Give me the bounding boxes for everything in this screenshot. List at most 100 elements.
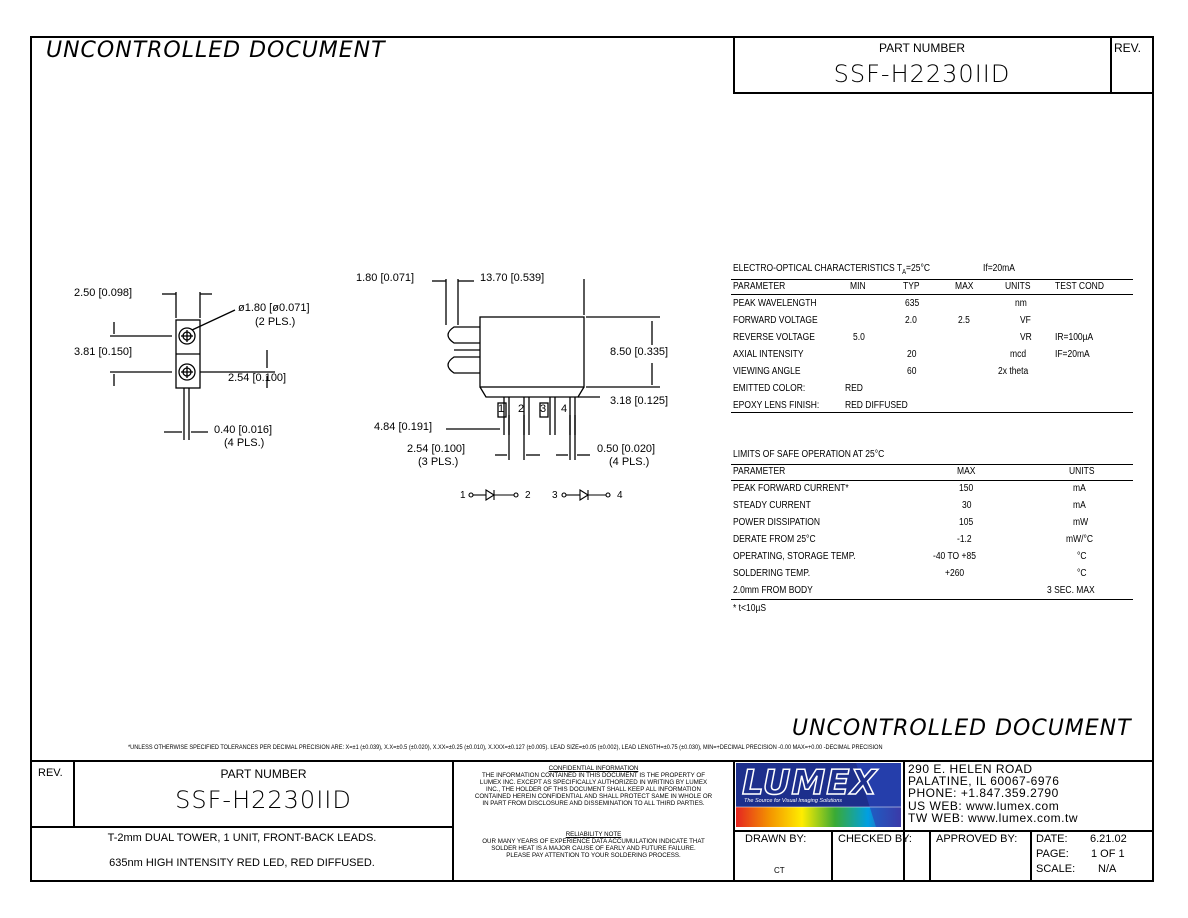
electro-row-typ: 20 (907, 349, 917, 360)
electro-row-param: FORWARD VOLTAGE (733, 315, 818, 326)
confidential-line: LUMEX INC. EXCEPT AS SPECIFICALLY AUTHOR… (479, 779, 708, 786)
pin-label-3: 3 (540, 403, 547, 415)
address-us-web[interactable]: US WEB: www.lumex.com (908, 798, 1060, 813)
electro-header-min: MIN (850, 281, 866, 292)
limits-table: PARAMETER MAX UNITS PEAK FORWARD CURRENT… (733, 466, 1133, 606)
limits-row-units: mA (1073, 483, 1086, 494)
electro-row-units: VR (1020, 332, 1032, 343)
dim-lead-pitch-qty: (3 PLS.) (418, 456, 459, 468)
limits-row-max: -40 TO +85 (933, 551, 976, 562)
electro-row-typ: 60 (907, 366, 917, 377)
lumex-logo: LUMEX The Source for Visual Imaging Solu… (736, 763, 901, 827)
limits-row-param: DERATE FROM 25°C (733, 534, 816, 545)
title-block-top (30, 760, 1154, 762)
date-value: 6.21.02 (1090, 833, 1127, 845)
lumex-tagline: The Source for Visual Imaging Solutions (744, 798, 843, 804)
address-city: PALATINE, IL 60067-6976 (908, 774, 1060, 789)
pin-label-1: 1 (498, 403, 505, 415)
reliability-title: RELIABILITY NOTE (565, 831, 622, 838)
tolerance-note: *UNLESS OTHERWISE SPECIFIED TOLERANCES P… (128, 744, 883, 751)
electro-header-test-cond: TEST COND (1055, 281, 1104, 292)
limits-row-param: OPERATING, STORAGE TEMP. (733, 551, 856, 562)
electro-row-units: mcd (1010, 349, 1027, 360)
electro-row-typ: 635 (905, 298, 920, 309)
electro-row-max: 2.5 (958, 315, 970, 326)
electro-row-units: 2x theta (998, 366, 1029, 377)
address-phone: PHONE: +1.847.359.2790 (908, 786, 1059, 801)
electro-row-test-cond: IF=20mA (1055, 349, 1090, 360)
electro-row-units: VF (1020, 315, 1031, 326)
limits-header-parameter: PARAMETER (733, 466, 786, 477)
side-view-drawing (432, 279, 660, 460)
electro-row-param: EMITTED COLOR: (733, 383, 806, 394)
limits-row-param: PEAK FORWARD CURRENT* (733, 483, 849, 494)
electro-header-units: UNITS (1005, 281, 1031, 292)
rev-label: REV. (1114, 41, 1141, 55)
diode-symbol-1 (485, 489, 496, 501)
scale-label: SCALE: (1036, 863, 1076, 875)
electro-title: ELECTRO-OPTICAL CHARACTERISTICS TA=25°C (733, 263, 931, 276)
confidential-title: CONFIDENTIAL INFORMATION (548, 765, 639, 772)
limits-header-max: MAX (957, 466, 976, 477)
confidential-line: INC., THE HOLDER OF THIS DOCUMENT SHALL … (486, 786, 701, 793)
title-block-bottom (733, 92, 1154, 94)
rev-divider (1110, 36, 1112, 94)
schematic-pin-2: 2 (525, 490, 531, 501)
limits-row-units: mW/°C (1066, 534, 1094, 545)
description-line-1: T-2mm DUAL TOWER, 1 UNIT, FRONT-BACK LEA… (107, 832, 377, 844)
limits-header-units: UNITS (1069, 466, 1095, 477)
part-number: SSF-H2230IID (833, 60, 1011, 88)
limits-row-param: STEADY CURRENT (733, 500, 811, 511)
front-view-drawing (110, 292, 275, 440)
electro-row-param: VIEWING ANGLE (733, 366, 801, 377)
reliability-block: RELIABILITY NOTE OUR MANY YEARS OF EXPER… (454, 831, 733, 859)
electro-condition: If=20mA (983, 263, 1015, 274)
limits-row-units: °C (1077, 551, 1087, 562)
dim-lens-spacing: 3.81 [0.150] (74, 346, 133, 358)
limits-row-param: SOLDERING TEMP. (733, 568, 811, 579)
page-label: PAGE: (1036, 848, 1069, 860)
dim-body-length: 13.70 [0.539] (480, 272, 545, 284)
drawn-by-value: CT (774, 866, 785, 875)
part-number-label: PART NUMBER (878, 41, 965, 55)
electro-header-typ: TYP (903, 281, 920, 292)
electro-row-min: 5.0 (853, 332, 865, 343)
limits-row-param: 2.0mm FROM BODY (733, 585, 813, 596)
footer-part-number-label: PART NUMBER (220, 767, 307, 781)
electro-row-typ: 2.0 (905, 315, 917, 326)
title-block-divider (733, 36, 735, 94)
limits-row-max: -1.2 (957, 534, 972, 545)
confidential-block: CONFIDENTIAL INFORMATION THE INFORMATION… (454, 765, 733, 807)
lens-bottom-side (447, 356, 480, 374)
approved-by-label: APPROVED BY: (936, 833, 1018, 845)
dim-lead-offset: 4.84 [0.191] (374, 421, 433, 433)
drawing-frame (30, 36, 1154, 882)
led-lens-bottom (178, 363, 196, 381)
limits-row-max: 150 (959, 483, 974, 494)
page-value: 1 OF 1 (1091, 848, 1125, 860)
lumex-logo-text: LUMEX (741, 763, 878, 804)
dim-lens-diameter: ø1.80 [ø0.071] (238, 302, 310, 314)
drawn-by-label: DRAWN BY: (745, 833, 807, 845)
uncontrolled-header: UNCONTROLLED DOCUMENT (46, 38, 386, 63)
date-label: DATE: (1036, 833, 1068, 845)
electro-row-param: EPOXY LENS FINISH: (733, 400, 820, 411)
address-tw-web[interactable]: TW WEB: www.lumex.com.tw (908, 810, 1079, 825)
limits-row-max: 30 (962, 500, 972, 511)
reliability-line: SOLDER HEAT IS A MAJOR CAUSE OF EARLY AN… (491, 845, 696, 852)
electro-table: PARAMETER MIN TYP MAX UNITS TEST COND PE… (733, 281, 1133, 411)
schematic-pin-3: 3 (552, 490, 558, 501)
led-lens-top (178, 327, 196, 345)
limits-row-max: +260 (945, 568, 965, 579)
limits-row-units: °C (1077, 568, 1087, 579)
address-street: 290 E. HELEN ROAD (908, 762, 1033, 776)
electro-row-param: PEAK WAVELENGTH (733, 298, 817, 309)
checked-by-label: CHECKED BY: (838, 833, 912, 845)
dim-lead-size: 0.40 [0.016] (214, 424, 273, 436)
schematic-pin-1: 1 (460, 490, 466, 501)
footer-part-number: SSF-H2230IID (175, 786, 352, 814)
dim-lead-width-qty: (4 PLS.) (609, 456, 650, 468)
reliability-line: OUR MANY YEARS OF EXPERIENCE DATA ACCUMU… (482, 838, 705, 845)
lumex-logo-graphic (736, 763, 901, 827)
dim-standoff: 3.18 [0.125] (610, 395, 669, 407)
